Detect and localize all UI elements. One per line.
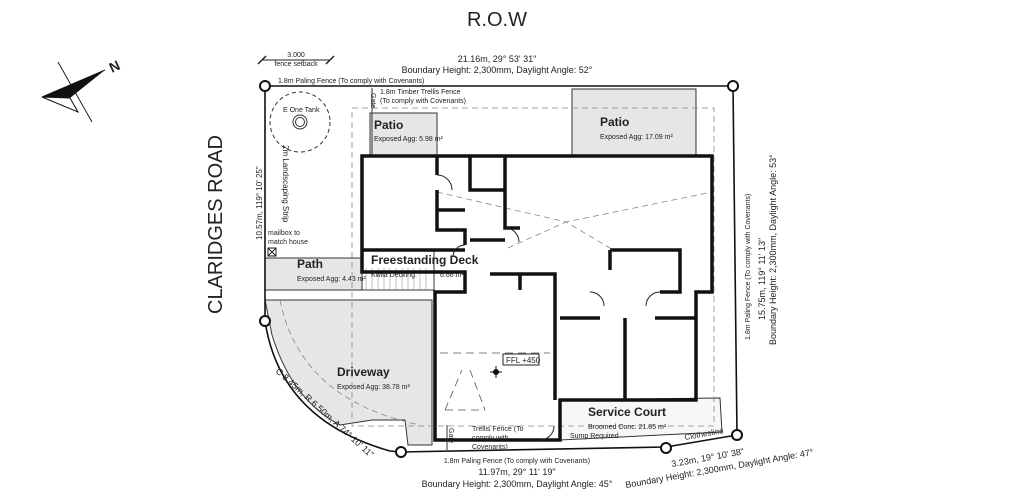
mailbox-icon xyxy=(267,247,277,257)
tank-icon xyxy=(269,91,331,153)
ffl-label: FFL +450 xyxy=(506,356,541,365)
north-arrow-icon: N xyxy=(41,57,123,123)
road-name: CLARIDGES ROAD xyxy=(205,135,227,314)
garage-markings xyxy=(440,352,550,411)
path-area xyxy=(264,257,366,291)
doors xyxy=(436,174,661,441)
setback-line xyxy=(351,107,715,427)
patio-right-title: Patio xyxy=(600,115,629,129)
svg-text:Trellis Fence (To: Trellis Fence (To xyxy=(472,426,524,433)
svg-text:Exposed Agg: 17.09 m²: Exposed Agg: 17.09 m² xyxy=(600,134,673,141)
top-fence: 1.8m Paling Fence (To comply with Covena… xyxy=(278,78,424,85)
path-title: Path xyxy=(297,257,323,271)
svg-text:Kwila Decking:: Kwila Decking: xyxy=(371,272,417,279)
right-fence: 1.8m Paling Fence (To comply with Covena… xyxy=(745,194,752,340)
svg-text:Covenants): Covenants) xyxy=(472,444,508,451)
top-dimension: 21.16m, 29° 53' 31" xyxy=(458,54,537,64)
row-title: R.O.W xyxy=(467,9,527,31)
svg-text:3.000: 3.000 xyxy=(287,52,305,59)
svg-text:Exposed Agg: 5.98 m²: Exposed Agg: 5.98 m² xyxy=(374,136,444,143)
setback-dimension: 3.000 fence setback xyxy=(257,52,335,68)
driveway-title: Driveway xyxy=(337,365,390,379)
deck-area xyxy=(361,249,435,291)
svg-text:Exposed Agg: 4.43 m²: Exposed Agg: 4.43 m² xyxy=(297,276,367,283)
bottom-fence: 1.8m Paling Fence (To comply with Covena… xyxy=(444,458,590,465)
landscaping-label: 2m Landscaping Strip xyxy=(281,145,290,223)
ffl-box xyxy=(502,353,540,366)
house-walls xyxy=(360,154,714,442)
patio-left-area xyxy=(369,112,438,157)
svg-text:match house: match house xyxy=(268,239,308,246)
patio-right-area xyxy=(571,88,697,157)
gate-label-bottom: Gate xyxy=(447,428,454,443)
svg-text:Sump Required: Sump Required xyxy=(570,433,619,440)
svg-text:(To comply with Covenants): (To comply with Covenants) xyxy=(380,98,466,105)
right-dimension: 15.75m, 119° 11' 13" xyxy=(757,238,767,320)
top-height: Boundary Height: 2,300mm, Daylight Angle… xyxy=(402,65,593,75)
bottom-dimension: 11.97m, 29° 11' 19" xyxy=(478,467,555,477)
ffl-marker-icon xyxy=(490,366,502,378)
patio-left-title: Patio xyxy=(374,118,403,132)
mailbox-label: mailbox to xyxy=(268,230,300,237)
bottom-height: Boundary Height: 2,300mm, Daylight Angle… xyxy=(422,479,613,489)
svg-text:comply with: comply with xyxy=(472,435,509,442)
right-height: Boundary Height: 2,300mm, Daylight Angle… xyxy=(768,154,778,345)
svg-text:Broomed Conc: 21.85 m²: Broomed Conc: 21.85 m² xyxy=(588,424,667,431)
svg-text:Exposed Agg: 38.78 m²: Exposed Agg: 38.78 m² xyxy=(337,384,410,391)
north-label: N xyxy=(107,57,123,76)
svg-text:6.66 m²: 6.66 m² xyxy=(440,272,464,279)
tank-label: E One Tank xyxy=(283,107,320,114)
deck-title: Freestanding Deck xyxy=(371,253,479,267)
svg-text:fence setback: fence setback xyxy=(274,61,318,68)
gate-label-top: Gate xyxy=(369,93,376,108)
svg-text:1.8m Timber Trellis Fence: 1.8m Timber Trellis Fence xyxy=(380,89,461,96)
service-court-title: Service Court xyxy=(588,405,666,419)
driveway-area xyxy=(264,299,433,446)
left-dimension: 10.57m, 119° 10' 25" xyxy=(255,166,264,240)
